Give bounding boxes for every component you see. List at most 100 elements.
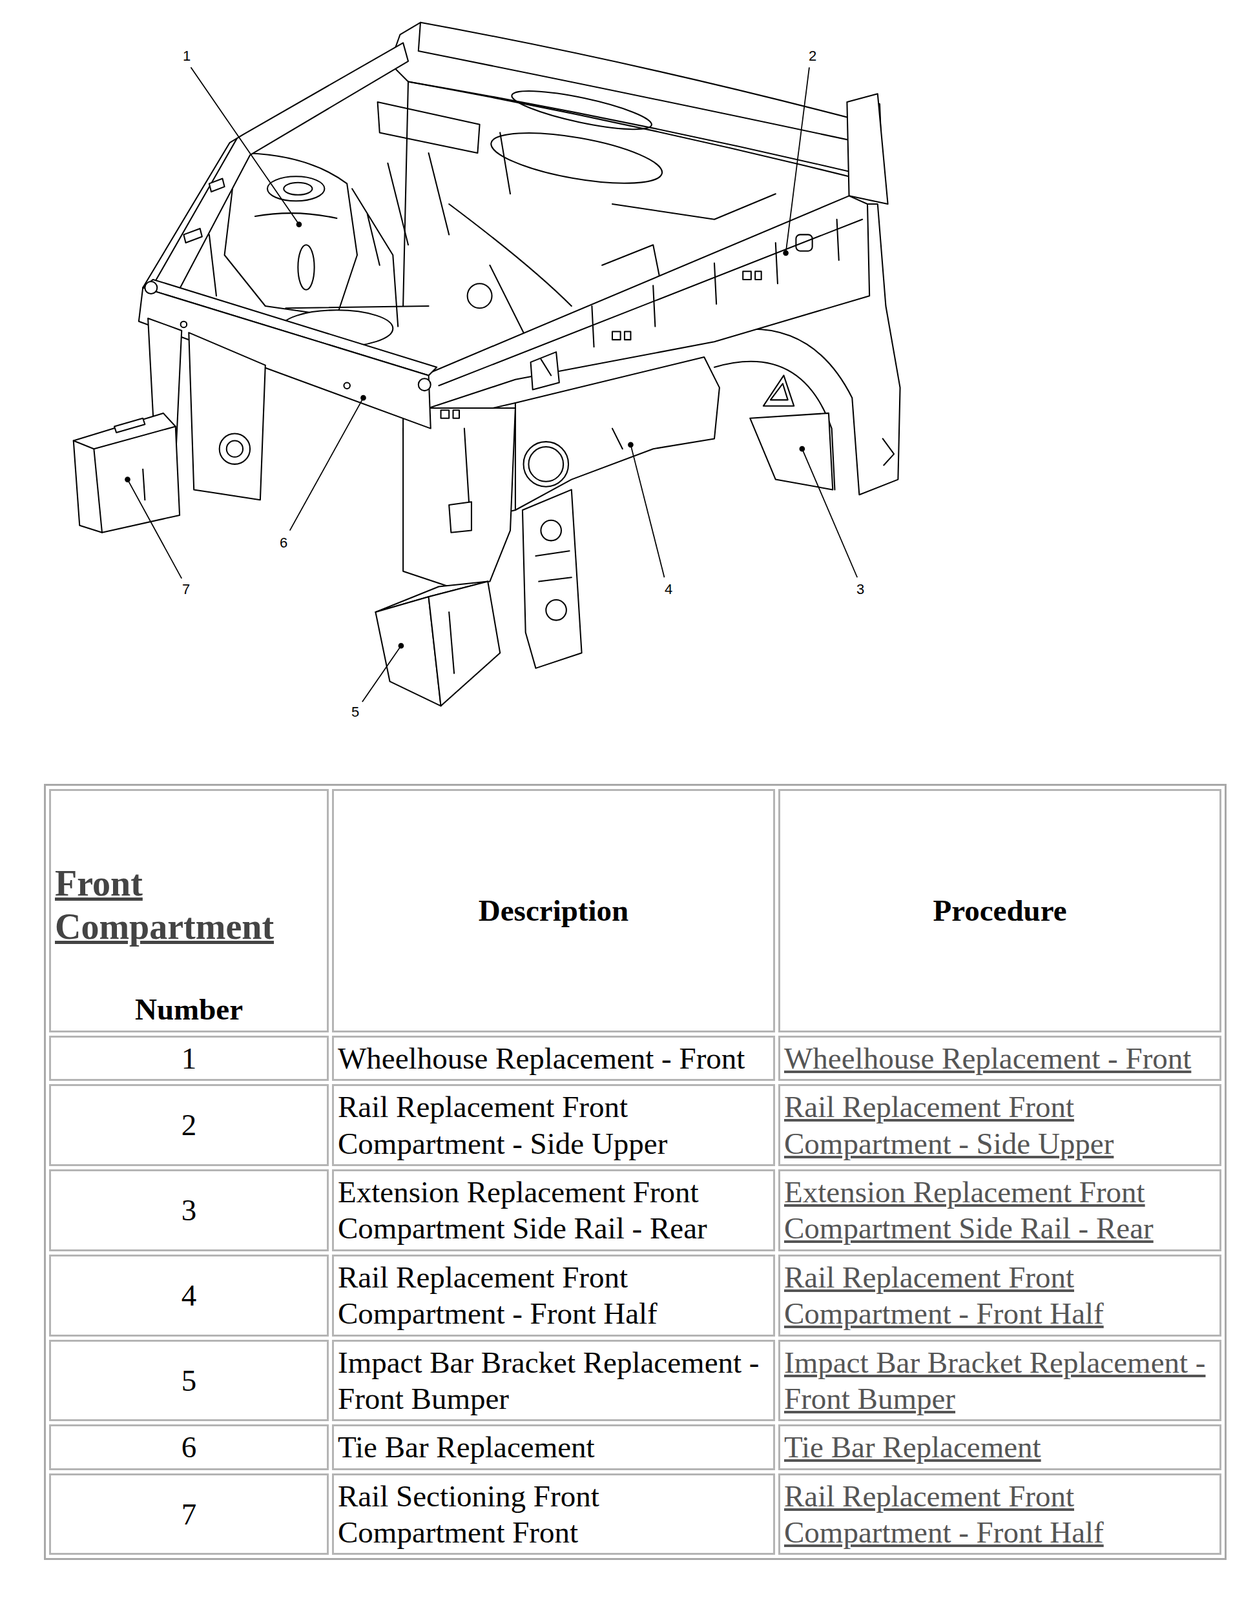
line-art xyxy=(209,214,380,296)
line-art xyxy=(403,408,516,587)
table-cell-text: 3 xyxy=(181,1193,197,1228)
line-art xyxy=(188,332,265,500)
line-art xyxy=(144,281,157,294)
leader-line xyxy=(125,67,858,703)
table-cell: 3 xyxy=(49,1169,329,1252)
line-art xyxy=(783,250,788,256)
line-art xyxy=(612,331,621,340)
line-art xyxy=(183,228,202,243)
procedure-link: Rail Replacement Front Compartment - Sid… xyxy=(784,1090,1114,1161)
procedure-link: Rail Replacement Front Compartment - Fro… xyxy=(784,1479,1104,1550)
table-cell: 1 xyxy=(49,1036,329,1082)
line-art xyxy=(398,643,404,649)
table-cell: Impact Bar Bracket Replacement - Front B… xyxy=(331,1340,776,1423)
line-art xyxy=(125,477,130,482)
line-art xyxy=(448,612,455,674)
procedure-link: Rail Replacement Front Compartment - Fro… xyxy=(784,1260,1104,1331)
table-cell-text: 6 xyxy=(181,1430,197,1465)
parts-table: Front Compartment Number Description Pro… xyxy=(43,784,1227,1561)
line-art xyxy=(283,182,312,196)
table-cell: Rail Sectioning Front Compartment Front xyxy=(331,1473,776,1556)
line-art xyxy=(142,469,145,500)
table-cell: Impact Bar Bracket Replacement - Front B… xyxy=(778,1340,1222,1423)
line-art xyxy=(226,441,243,458)
table-cell: Front Compartment Number xyxy=(49,789,329,1033)
line-art xyxy=(267,176,325,201)
line-art xyxy=(297,244,314,291)
table-cell: Tie Bar Replacement xyxy=(778,1424,1222,1471)
callout-number: 5 xyxy=(351,705,360,720)
table-row: 4 Rail Replacement Front Compartment - F… xyxy=(49,1254,1222,1338)
line-art xyxy=(467,283,493,309)
table-cell: Wheelhouse Replacement - Front xyxy=(331,1036,776,1082)
procedure-link: Impact Bar Bracket Replacement - Front B… xyxy=(784,1346,1206,1416)
line-art xyxy=(749,413,833,490)
table-header-row: Front Compartment Number Description Pro… xyxy=(49,789,1222,1033)
line-art xyxy=(361,395,366,401)
line-art xyxy=(418,22,863,143)
line-art xyxy=(428,581,501,707)
table-cell: 6 xyxy=(49,1424,329,1471)
line-art xyxy=(508,83,654,137)
line-art xyxy=(73,426,176,533)
procedure-link: Wheelhouse Replacement - Front xyxy=(784,1041,1192,1076)
table-cell: Wheelhouse Replacement - Front xyxy=(778,1036,1222,1082)
table-cell: 7 xyxy=(49,1473,329,1556)
table-cell: Extension Replacement Front Compartment … xyxy=(778,1169,1222,1252)
line-art xyxy=(448,501,472,533)
line-art xyxy=(799,446,805,452)
line-art xyxy=(438,219,863,387)
line-art xyxy=(387,132,511,245)
line-art xyxy=(535,550,571,582)
line-art xyxy=(464,428,470,511)
line-art xyxy=(209,178,225,192)
line-art xyxy=(763,375,794,406)
line-art xyxy=(352,188,398,327)
line-art xyxy=(127,479,182,579)
table-cell-text: Wheelhouse Replacement - Front xyxy=(337,1041,745,1076)
table-cell: 2 xyxy=(49,1084,329,1167)
callout-number: 7 xyxy=(182,582,190,597)
line-art xyxy=(190,67,299,225)
callout-number: 1 xyxy=(182,49,191,64)
table-cell-text: 5 xyxy=(181,1364,197,1398)
line-art xyxy=(343,382,350,389)
table-cell: Extension Replacement Front Compartment … xyxy=(331,1169,776,1252)
line-art xyxy=(630,445,664,578)
table-cell: Rail Replacement Front Compartment - Sid… xyxy=(778,1084,1222,1167)
line-art xyxy=(255,213,337,219)
table-header: Front Compartment xyxy=(54,862,323,949)
line-art xyxy=(530,352,560,390)
table-cell-text: Impact Bar Bracket Replacement - Front B… xyxy=(337,1346,759,1416)
line-art xyxy=(523,441,570,488)
table-cell-text: 2 xyxy=(181,1108,197,1142)
table-header: Number xyxy=(54,991,323,1028)
line-art xyxy=(403,81,409,307)
line-art xyxy=(155,138,237,282)
line-art xyxy=(624,331,631,340)
line-art xyxy=(540,359,551,376)
line-art xyxy=(786,67,810,254)
table-cell-text: Rail Replacement Front Compartment - Fro… xyxy=(337,1260,658,1331)
line-art xyxy=(441,410,450,419)
table-row: 5 Impact Bar Bracket Replacement - Front… xyxy=(49,1340,1222,1423)
table-cell: 5 xyxy=(49,1340,329,1423)
callout-number: 4 xyxy=(664,582,673,597)
line-art xyxy=(362,645,402,703)
line-art xyxy=(224,153,358,317)
procedure-link: Extension Replacement Front Compartment … xyxy=(784,1175,1154,1246)
callout-number: 6 xyxy=(279,536,288,551)
table-cell-text: 7 xyxy=(181,1497,197,1532)
table-cell: Rail Replacement Front Compartment - Fro… xyxy=(778,1473,1222,1556)
body-structure-illustration xyxy=(0,0,1244,776)
callout-number: 3 xyxy=(856,582,865,597)
table-cell-text: 4 xyxy=(181,1278,197,1313)
procedure-link: Tie Bar Replacement xyxy=(784,1430,1042,1465)
line-art xyxy=(290,397,364,531)
table-cell: Description xyxy=(331,789,776,1033)
line-art xyxy=(390,22,883,179)
line-art xyxy=(285,306,429,309)
line-art xyxy=(487,122,666,194)
line-art xyxy=(882,438,894,466)
line-art xyxy=(545,600,567,621)
